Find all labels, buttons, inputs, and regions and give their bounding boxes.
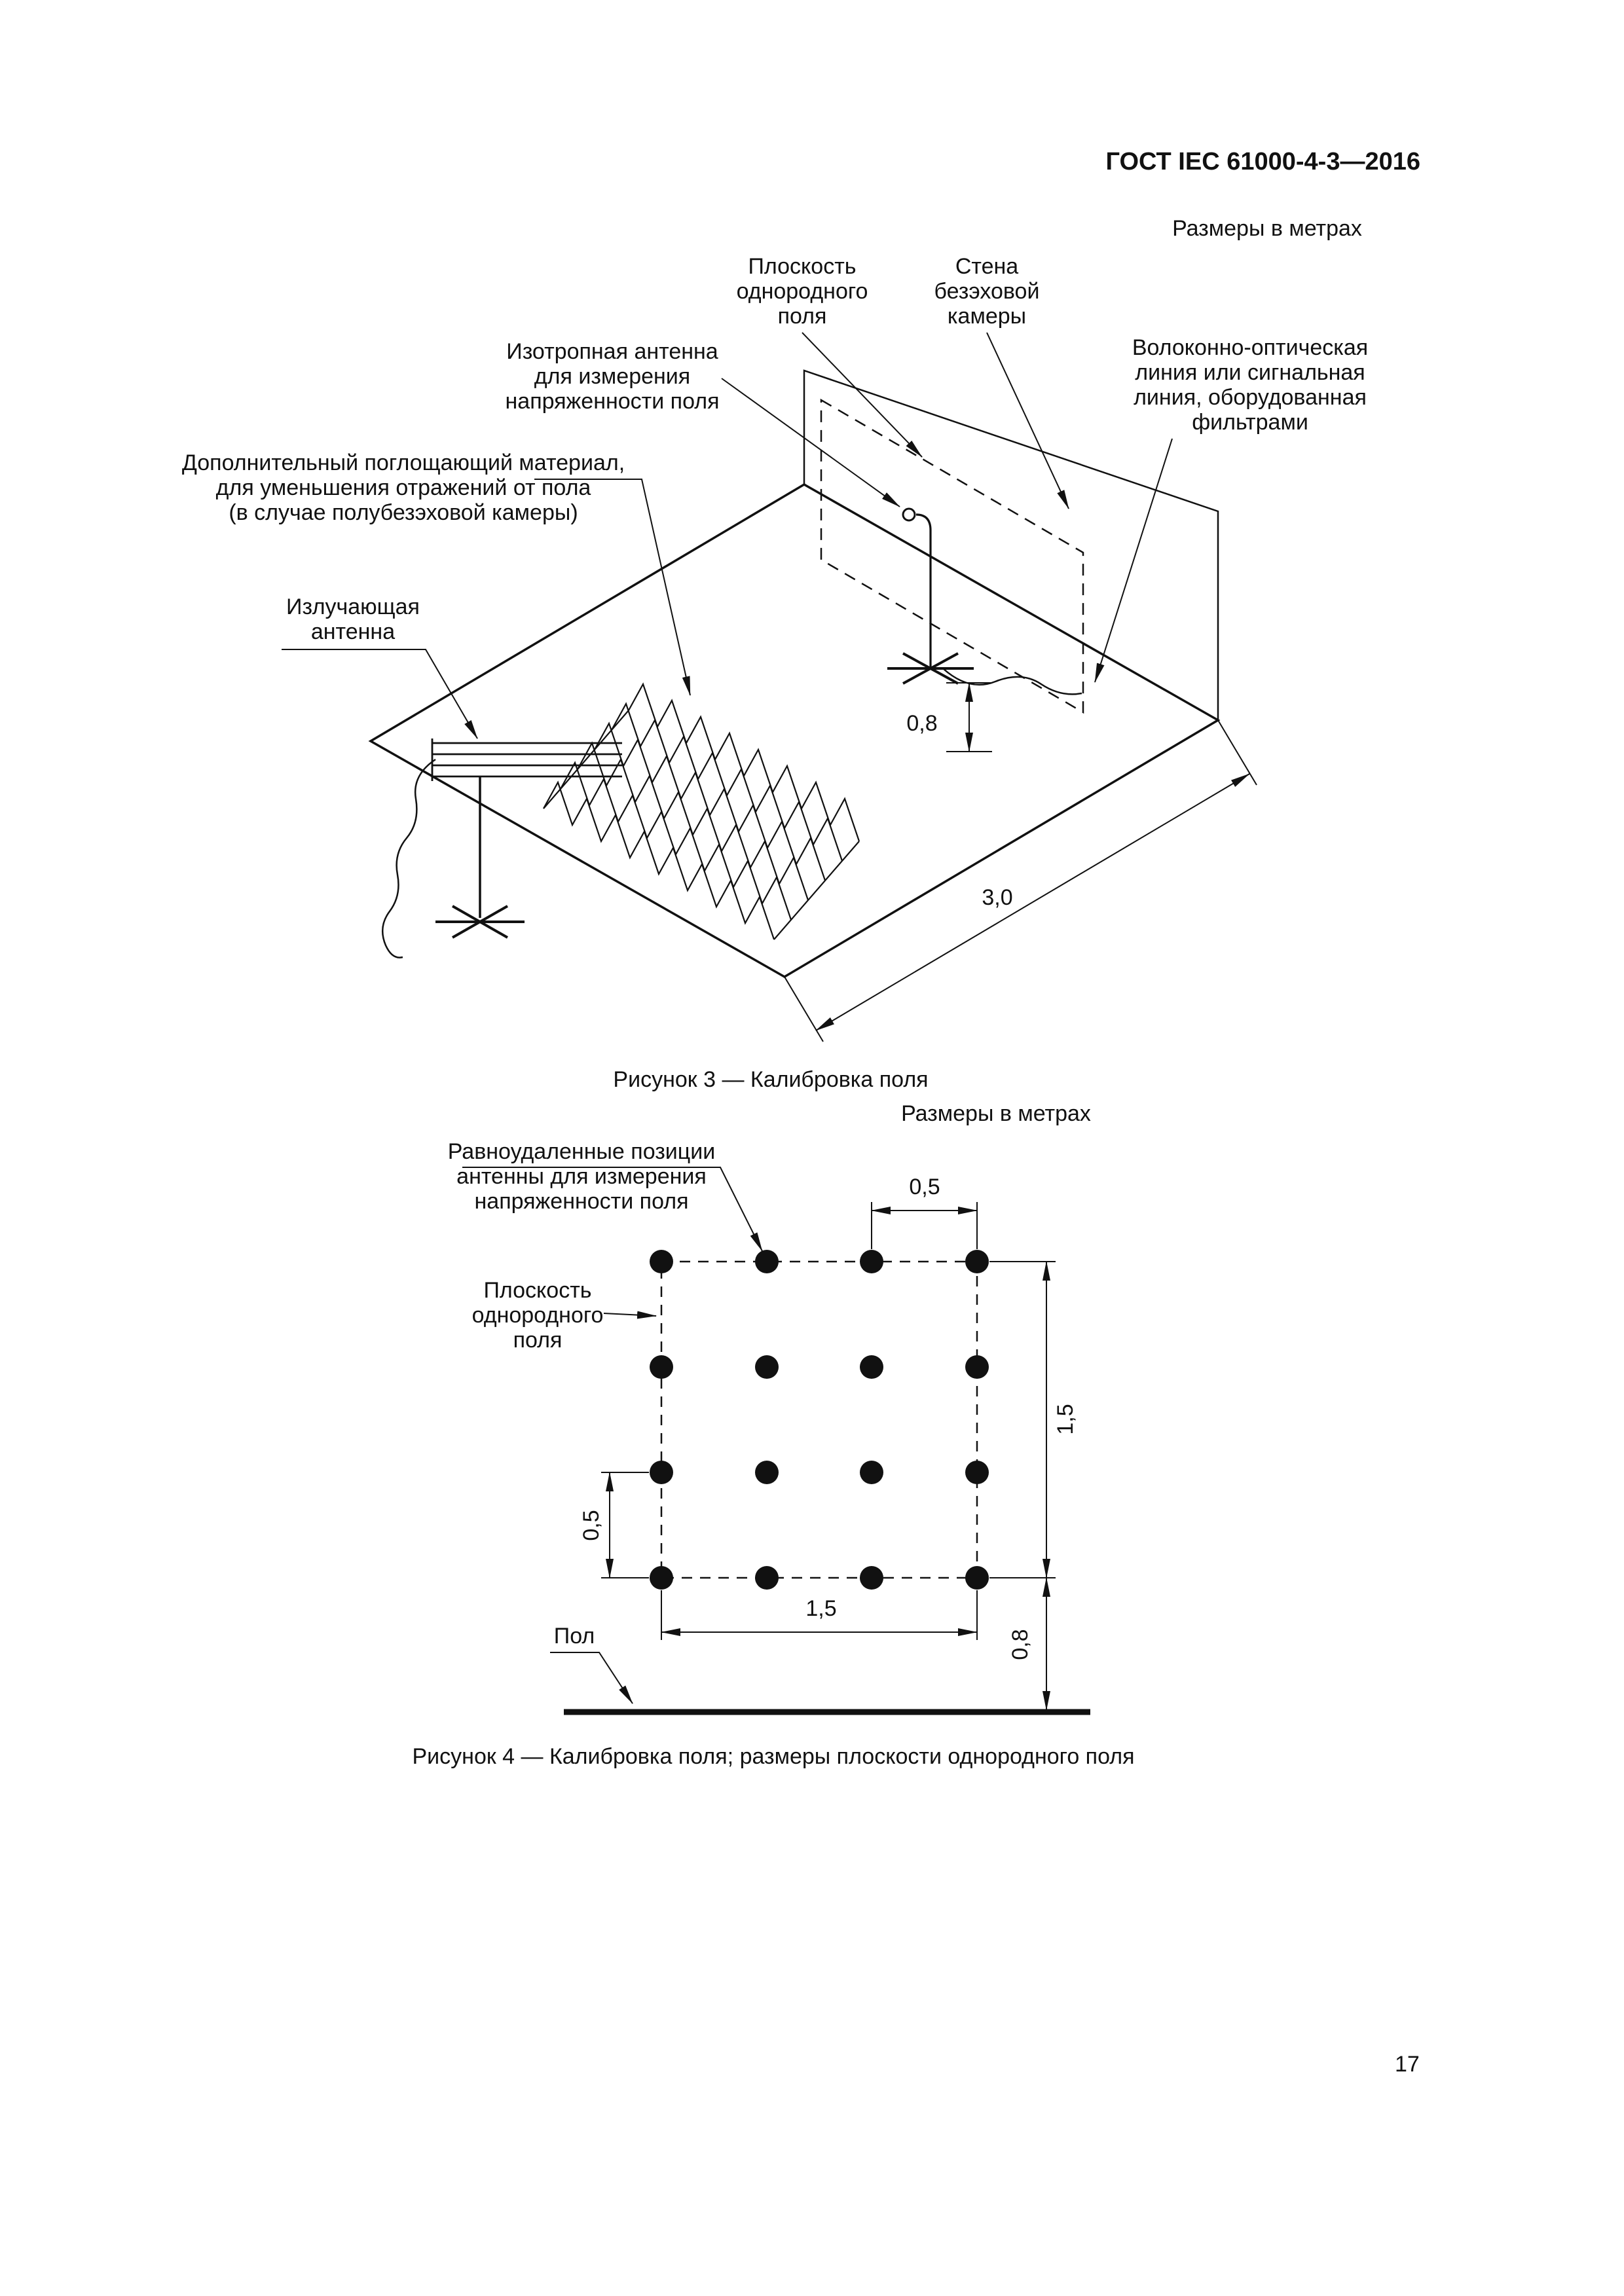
label-anechoic-wall: Стена безэховой камеры — [934, 254, 1040, 329]
label-line: безэховой — [934, 279, 1040, 304]
label-line: Дополнительный поглощающий материал, — [181, 450, 625, 475]
label-line: напряженности поля — [474, 1189, 689, 1214]
fig3-dim-width — [784, 720, 1257, 1042]
fig4-units-note: Размеры в метрах — [901, 1101, 1091, 1126]
label-line: для уменьшения отражений от пола — [215, 475, 591, 500]
figure3-art — [282, 332, 1257, 1042]
label-line: Стена — [955, 254, 1019, 279]
radiating-antenna-cable — [381, 758, 436, 958]
uniform-field-plane — [820, 398, 1084, 714]
label-line: Излучающая — [286, 594, 420, 619]
fig4-dimensions — [601, 1202, 1056, 1711]
calibration-points — [650, 1250, 989, 1590]
chamber-floor — [368, 483, 1221, 979]
doc-header: ГОСТ IEC 61000-4-3—2016 — [1105, 148, 1420, 175]
fig3-dim-height-value: 0,8 — [906, 711, 938, 736]
antenna-base-cross — [435, 905, 525, 939]
radiating-antenna — [381, 738, 622, 958]
label-line: однородного — [736, 279, 868, 304]
label-line: однородного — [471, 1303, 604, 1328]
fig4-dim-right-value: 1,5 — [1053, 1404, 1078, 1435]
label-line: (в случае полубезэховой камеры) — [229, 500, 578, 525]
fig4-dim-left-value: 0,5 — [579, 1510, 604, 1541]
antenna-elements — [431, 738, 622, 781]
antenna-probe-head — [902, 507, 916, 522]
fig4-leader-lines — [462, 1167, 763, 1704]
label-line: фильтрами — [1192, 410, 1308, 435]
label-line: антенна — [310, 619, 396, 644]
label-line: Изотропная антенна — [506, 339, 718, 364]
label-line: для измерения — [534, 364, 691, 389]
page-number: 17 — [1395, 2052, 1420, 2077]
label-radiating-antenna: Излучающая антенна — [286, 594, 420, 644]
isotropic-antenna — [887, 507, 974, 685]
label-line: поля — [777, 304, 827, 329]
fig3-leader-lines — [282, 332, 1173, 739]
label-line: камеры — [947, 304, 1027, 329]
fig4-dim-bottom-value: 1,5 — [805, 1596, 837, 1621]
label-isotropic-antenna: Изотропная антенна для измерения напряже… — [506, 339, 720, 414]
field-plane-boundary — [660, 1260, 978, 1579]
antenna-tripod — [887, 652, 974, 685]
label-line: линия или сигнальная — [1135, 360, 1365, 385]
fig3-units-note: Размеры в метрах — [1172, 216, 1362, 241]
fig4-dim-top-value: 0,5 — [909, 1175, 940, 1199]
fig4-dim-floor-offset-value: 0,8 — [1008, 1629, 1033, 1660]
label-line: антенны для измерения — [456, 1164, 707, 1189]
label-antenna-positions: Равноудаленные позиции антенны для измер… — [448, 1139, 716, 1214]
label-uniform-field-plane-fig3: Плоскость однородного поля — [737, 254, 868, 329]
label-absorbing-material: Дополнительный поглощающий материал, для… — [182, 450, 625, 525]
fig3-dim-width-value: 3,0 — [982, 885, 1013, 910]
label-line: Равноудаленные позиции — [447, 1139, 716, 1164]
fig4-caption: Рисунок 4 — Калибровка поля; размеры пло… — [412, 1744, 1135, 1769]
label-uniform-field-plane-fig4: Плоскость однородного поля — [472, 1278, 604, 1353]
label-floor: Пол — [553, 1624, 595, 1649]
fig3-dim-height — [946, 682, 992, 752]
absorber-field — [543, 682, 860, 940]
fiber-optic-cable — [942, 668, 1082, 695]
label-line: Плоскость — [748, 254, 857, 279]
label-line: поля — [513, 1328, 563, 1353]
label-line: напряженности поля — [505, 389, 720, 414]
label-line: Волоконно-оптическая — [1132, 335, 1369, 360]
label-line: Плоскость — [483, 1278, 592, 1303]
chamber-wall-edges — [803, 369, 1219, 720]
label-fiber-optic-line: Волоконно-оптическая линия или сигнальна… — [1132, 335, 1368, 435]
figure4-art — [462, 1167, 1090, 1715]
fig3-caption: Рисунок 3 — Калибровка поля — [613, 1067, 929, 1092]
label-line: линия, оборудованная — [1134, 385, 1367, 410]
